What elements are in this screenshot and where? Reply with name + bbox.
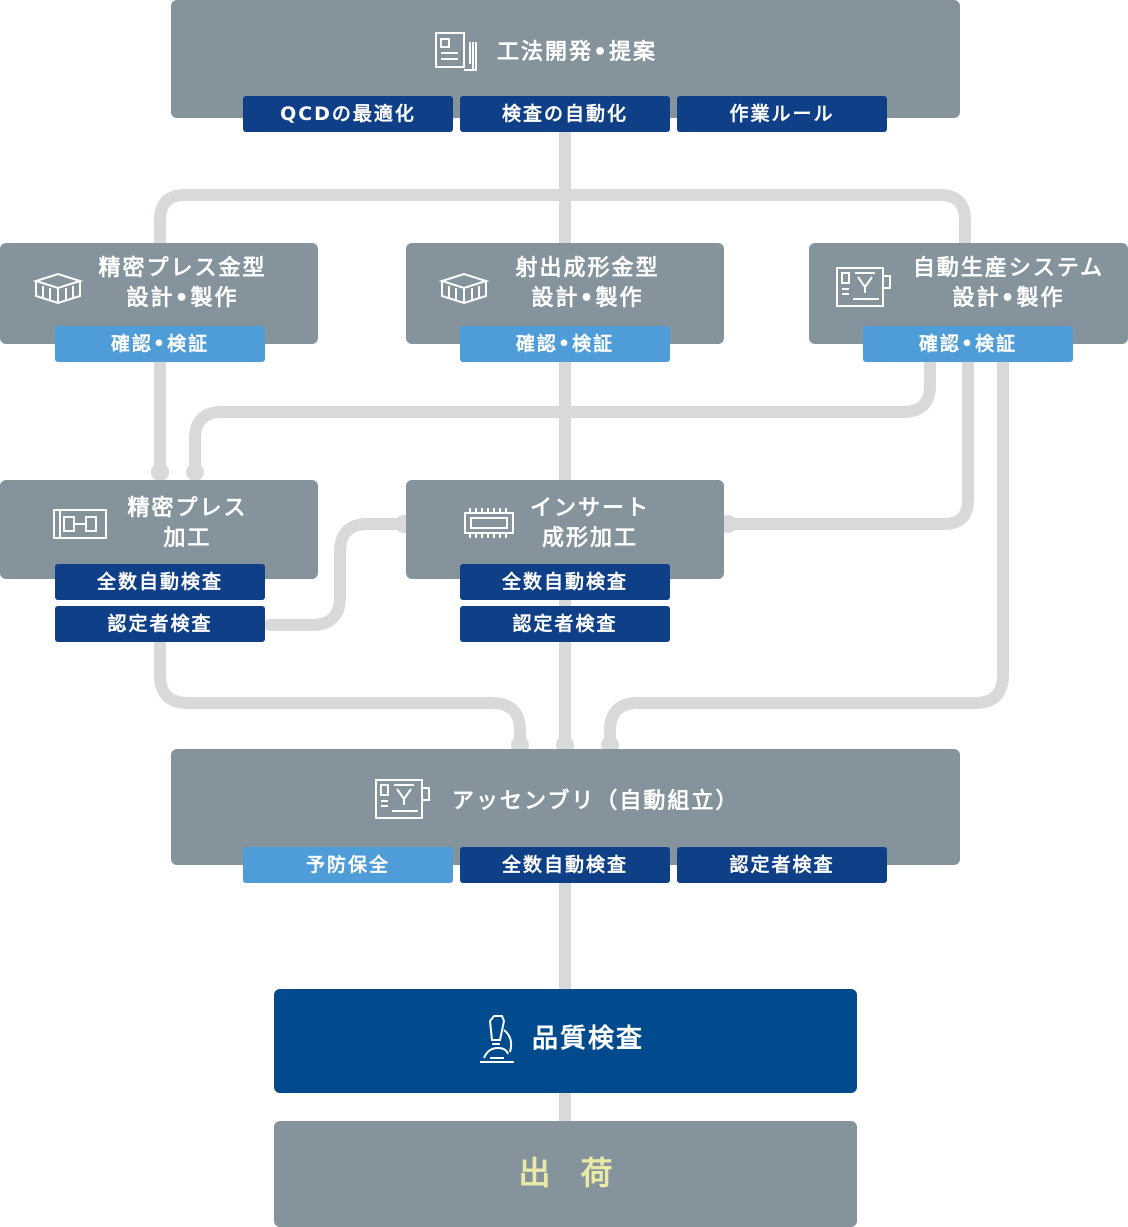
mold-block-icon	[33, 272, 83, 304]
injection-mold-design-title-line1: 射出成形金型	[515, 256, 660, 281]
press-die-design-title-line2: 設計•製作	[126, 286, 239, 311]
machine-icon	[835, 266, 893, 308]
badge-injection-mold-verification: 確認•検証	[460, 326, 670, 362]
document-ruler-icon	[433, 30, 479, 74]
badge-press-die-verification: 確認•検証	[55, 326, 265, 362]
connector-top-distribution	[154, 189, 971, 251]
shipping-box	[274, 1121, 857, 1227]
insert-molding-title-line1: インサート	[529, 496, 650, 521]
machine-icon	[374, 778, 432, 820]
pressed-part-icon	[52, 506, 108, 542]
badge-insert-full-auto-inspection: 全数自動検査	[460, 564, 670, 600]
quality-inspection-box	[274, 989, 857, 1093]
badge-work-rules: 作業ルール	[677, 96, 887, 132]
mold-block-icon	[439, 272, 489, 304]
quality-inspection-title: 品質検査	[532, 1024, 645, 1054]
insert-molding-title-line2: 成形加工	[541, 526, 638, 551]
assembly-title: アッセンブリ（自動組立）	[452, 789, 740, 814]
insert-molding-box	[406, 480, 724, 579]
badge-automation-system-verification: 確認•検証	[863, 326, 1073, 362]
microscope-icon	[474, 1012, 518, 1068]
connector-system-to-assembly	[604, 349, 1009, 751]
chip-icon	[462, 505, 516, 541]
badge-qcd-optimization: QCDの最適化	[243, 96, 453, 132]
press-processing-title-line2: 加工	[163, 526, 212, 551]
automation-system-design-title-line2: 設計•製作	[952, 286, 1065, 311]
connector-design-right-to-press	[189, 349, 936, 476]
injection-mold-design-title: 射出成形金型 設計•製作	[500, 254, 675, 314]
connector-press-to-assembly	[154, 634, 526, 751]
automation-system-design-title-line1: 自動生産システム	[912, 256, 1105, 281]
shipping-title: 出荷	[518, 1154, 643, 1192]
press-die-design-title-line1: 精密プレス金型	[98, 256, 267, 281]
automation-system-design-title: 自動生産システム 設計•製作	[906, 254, 1111, 314]
connector-press-to-insert	[264, 518, 411, 631]
injection-mold-design-title-line2: 設計•製作	[531, 286, 644, 311]
press-processing-title-line1: 精密プレス	[127, 496, 248, 521]
badge-preventive-maintenance: 予防保全	[243, 847, 453, 883]
press-processing-title: 精密プレス 加工	[120, 494, 255, 554]
badge-press-certified-inspection: 認定者検査	[55, 606, 265, 642]
badge-assembly-certified-inspection: 認定者検査	[677, 847, 887, 883]
badge-press-full-auto-inspection: 全数自動検査	[55, 564, 265, 600]
badge-insert-certified-inspection: 認定者検査	[460, 606, 670, 642]
method-development-title: 工法開発•提案	[497, 40, 658, 65]
connector-design-right-to-insert	[722, 349, 974, 530]
assembly-box	[171, 749, 960, 865]
badge-assembly-full-auto-inspection: 全数自動検査	[460, 847, 670, 883]
press-die-design-title: 精密プレス金型 設計•製作	[90, 254, 275, 314]
insert-molding-title: インサート 成形加工	[525, 494, 655, 554]
badge-inspection-automation: 検査の自動化	[460, 96, 670, 132]
